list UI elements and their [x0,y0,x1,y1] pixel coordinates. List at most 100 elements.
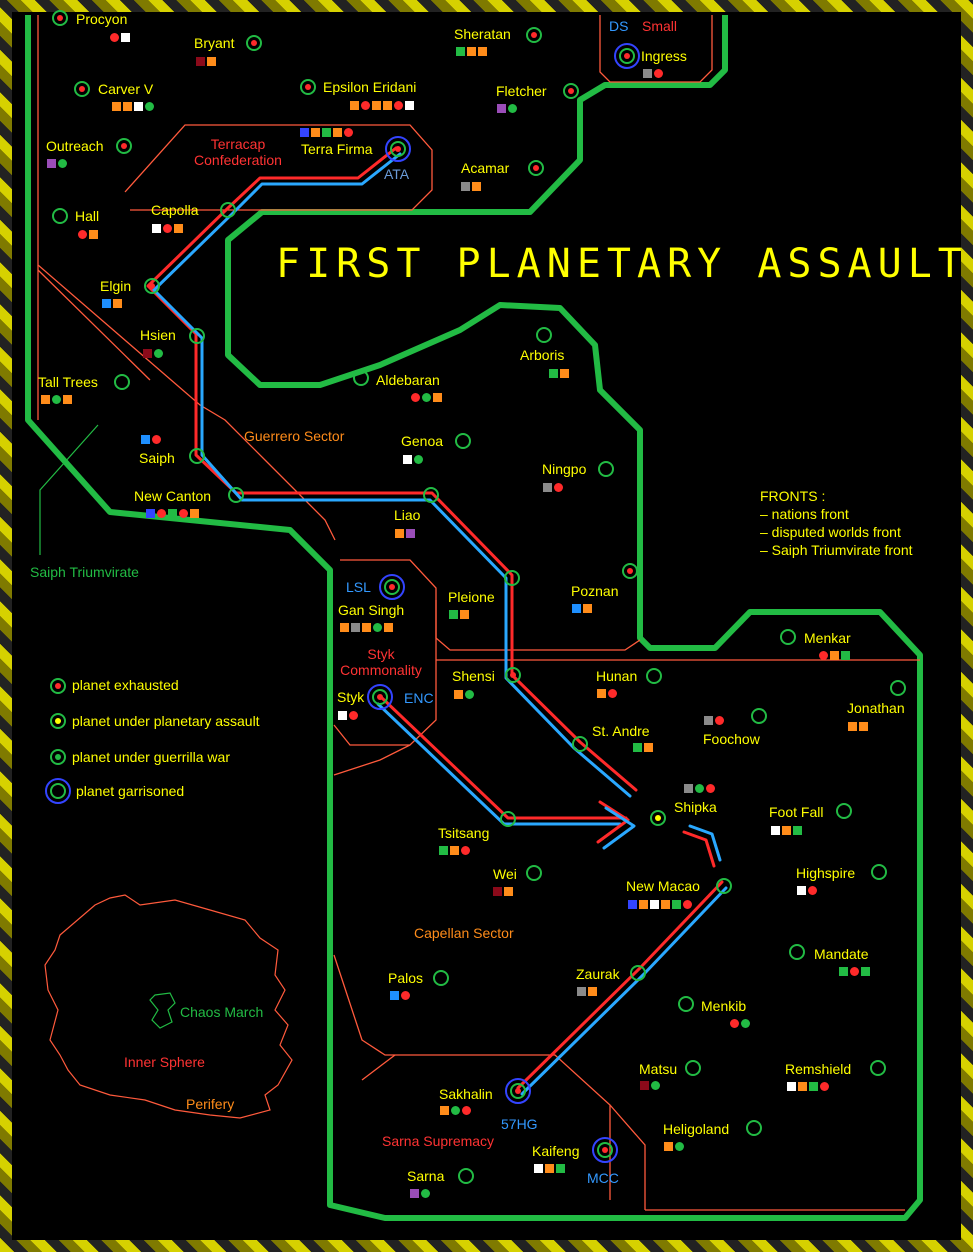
planet-resources-sakhalin [440,1105,471,1115]
planet-marker-fletcher[interactable] [563,83,579,99]
planet-marker-saiph[interactable] [189,448,205,464]
planet-marker-tsitsang[interactable] [500,811,516,827]
planet-marker-gan-singh[interactable] [379,574,405,600]
resource-chip [395,528,404,538]
planet-marker-styk[interactable] [367,684,393,710]
planet-marker-zaurak[interactable] [630,965,646,981]
resource-chip [168,508,177,518]
planet-marker-pleione[interactable] [504,570,520,586]
planet-marker-hsien[interactable] [189,328,205,344]
planet-marker-acamar[interactable] [528,160,544,176]
planet-label-mandate: Mandate [814,946,869,962]
planet-marker-palos[interactable] [433,970,449,986]
planet-label-menkar: Menkar [804,630,851,646]
resource-chip [608,688,617,698]
planet-resources-saiph [141,434,161,444]
planet-resources-mandate [839,966,870,976]
planet-marker-menkib[interactable] [678,996,694,1012]
planet-marker-hunan[interactable] [646,668,662,684]
resource-chip [534,1163,543,1173]
region-chaos-march: Chaos March [180,1004,264,1020]
planet-resources-pleione [449,609,469,619]
planet-marker-remshield[interactable] [870,1060,886,1076]
planet-marker-aldebaran[interactable] [353,370,369,386]
planet-marker-hall[interactable] [52,208,68,224]
unit-lsl: LSL [346,579,371,595]
planet-resources-elgin [102,298,122,308]
planet-marker-wei[interactable] [526,865,542,881]
planet-marker-poznan[interactable] [622,563,638,579]
planet-marker-shipka[interactable] [650,810,666,826]
planet-marker-sheratan[interactable] [526,27,542,43]
resource-chip [859,721,868,731]
planet-marker-shensi[interactable] [505,667,521,683]
planet-resources-styk [338,710,358,720]
resource-chip [839,966,848,976]
planet-marker-ningpo[interactable] [598,461,614,477]
planet-marker-sakhalin[interactable] [505,1078,531,1104]
resource-chip [190,508,199,518]
planet-resources-hall [78,229,98,239]
planet-label-terra-firma: Terra Firma [301,141,373,157]
resource-chip [850,966,859,976]
resource-chip [338,710,347,720]
planet-marker-capolla[interactable] [220,202,236,218]
resource-chip [675,1141,684,1151]
planet-marker-elgin[interactable] [144,278,160,294]
planet-marker-genoa[interactable] [455,433,471,449]
planet-resources-aldebaran [411,392,442,402]
planet-resources-remshield [787,1081,829,1091]
resource-chip [706,783,715,793]
planet-marker-terra-firma[interactable] [385,136,411,162]
planet-marker-bryant[interactable] [246,35,262,51]
planet-label-matsu: Matsu [639,1061,678,1077]
resource-chip [311,127,320,137]
planet-label-foot-fall: Foot Fall [769,804,824,820]
planet-marker-sarna[interactable] [458,1168,474,1184]
planet-resources-hsien [143,348,163,358]
resource-chip [560,368,569,378]
planet-resources-foot-fall [771,825,802,835]
map-title: FIRST PLANETARY ASSAULT [276,241,968,287]
resource-chip [401,990,410,1000]
planet-marker-new-macao[interactable] [716,878,732,894]
resource-chip [554,482,563,492]
planet-marker-outreach[interactable] [116,138,132,154]
resource-chip [704,715,713,725]
resource-chip [644,742,653,752]
legend-exhausted-icon [50,678,66,694]
planet-marker-tall-trees[interactable] [114,374,130,390]
resource-chip [672,899,681,909]
planet-marker-arboris[interactable] [536,327,552,343]
planet-marker-kaifeng[interactable] [592,1137,618,1163]
planet-marker-foochow[interactable] [751,708,767,724]
planet-marker-epsilon-eridani[interactable] [300,79,316,95]
planet-marker-ingress[interactable] [614,43,640,69]
planet-marker-highspire[interactable] [871,864,887,880]
resource-chip [300,127,309,137]
resource-chip [121,32,130,42]
planet-marker-menkar[interactable] [780,629,796,645]
planet-marker-carver-v[interactable] [74,81,90,97]
planet-marker-procyon[interactable] [52,10,68,26]
resource-chip [433,392,442,402]
planet-marker-st-andre[interactable] [572,736,588,752]
resource-chip [661,899,670,909]
resource-chip [145,101,154,111]
fronts-nations: – nations front [760,506,849,522]
planet-resources-new-canton [146,508,199,518]
resource-chip [410,1188,419,1198]
planet-marker-matsu[interactable] [685,1060,701,1076]
planet-marker-heligoland[interactable] [746,1120,762,1136]
resource-chip [633,742,642,752]
region-perifery: Perifery [186,1096,235,1112]
planet-marker-new-canton[interactable] [228,487,244,503]
resource-chip [41,394,50,404]
planet-marker-liao[interactable] [423,487,439,503]
planet-marker-foot-fall[interactable] [836,803,852,819]
resource-chip [112,101,121,111]
planet-marker-jonathan[interactable] [890,680,906,696]
planet-marks [52,10,906,1184]
resource-chip [819,650,828,660]
planet-marker-mandate[interactable] [789,944,805,960]
